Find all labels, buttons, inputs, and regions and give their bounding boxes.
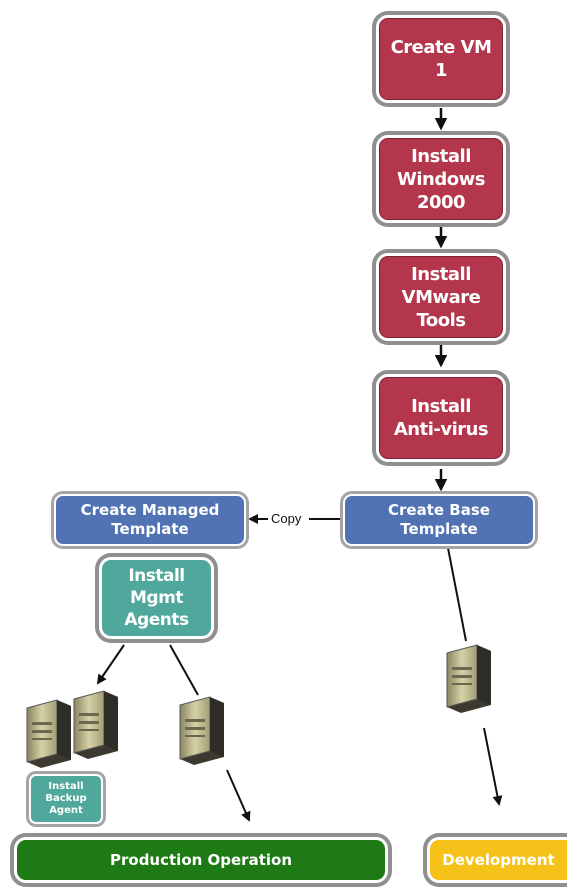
install-mgmt-agents-step: Install Mgmt Agents — [99, 557, 214, 639]
install-antivirus-label: Install Anti-virus — [393, 396, 489, 440]
install-windows-step: Install Windows 2000 — [376, 135, 506, 223]
production-operation-label: Production Operation — [110, 851, 292, 869]
base-template-label: Create Base Template — [388, 501, 490, 538]
mgmt-to-single-server-line — [169, 644, 199, 696]
base-to-server-line — [447, 547, 467, 642]
install-backup-agent-step: Install Backup Agent — [29, 774, 103, 824]
create-managed-template: Create Managed Template — [54, 494, 246, 546]
install-vmware-tools-step: Install VMware Tools — [376, 253, 506, 341]
server-to-development-arrow — [483, 727, 503, 806]
install-antivirus-step: Install Anti-virus — [376, 374, 506, 462]
create-vm-step: Create VM 1 — [376, 15, 506, 103]
create-base-template: Create Base Template — [343, 494, 535, 546]
server-to-production-arrow — [226, 769, 251, 822]
create-vm-label: Create VM 1 — [390, 37, 492, 81]
development-label: Development — [442, 851, 555, 869]
mgmt-agents-label: Install Mgmt Agents — [124, 566, 189, 630]
managed-template-label: Create Managed Template — [80, 501, 220, 538]
copy-label: Copy — [270, 511, 303, 526]
server-icon — [179, 696, 225, 766]
install-vmware-tools-label: Install VMware Tools — [401, 263, 481, 331]
mgmt-to-servers-arrow — [96, 644, 125, 685]
backup-agent-label: Install Backup Agent — [45, 781, 87, 816]
production-operation-box: Production Operation — [14, 837, 388, 883]
development-box: Development — [427, 837, 567, 883]
server-icon — [446, 644, 492, 714]
install-windows-label: Install Windows 2000 — [397, 145, 485, 213]
server-icon — [73, 690, 119, 760]
server-icon — [26, 699, 72, 769]
